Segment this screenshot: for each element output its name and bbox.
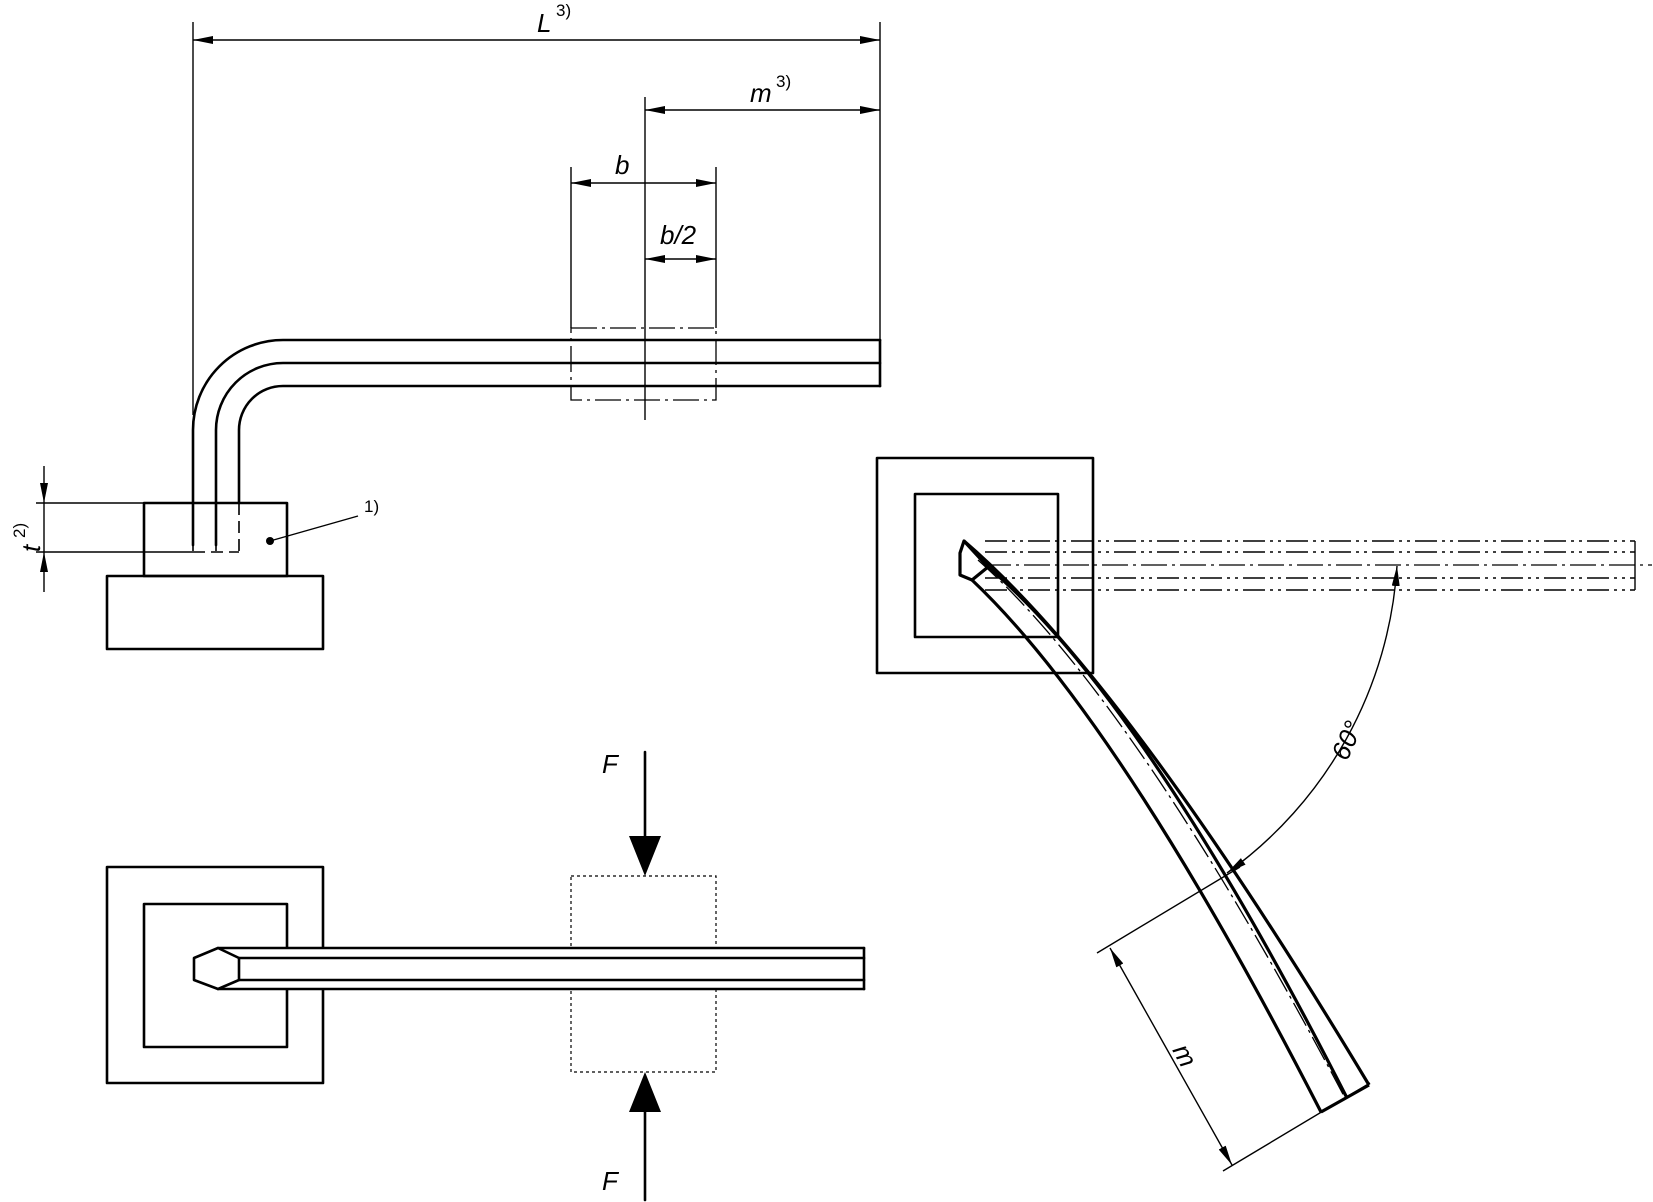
label-L-sup: 3)	[556, 1, 571, 20]
leader-line-note-1	[269, 515, 359, 542]
label-t-sup: 2)	[10, 523, 29, 538]
label-F-top: F	[602, 749, 620, 779]
hex-end	[192, 946, 241, 991]
label-note-1: 1)	[364, 497, 379, 516]
base-block	[105, 574, 325, 651]
side-view: L 3) m 3) b b/2 t 2) 1)	[10, 1, 882, 651]
label-b: b	[615, 150, 629, 180]
label-m-side: m	[1167, 1039, 1204, 1072]
bent-key-edge-3	[970, 578, 1323, 1113]
bent-key-edge-1	[962, 539, 1371, 1086]
key-outline-inner	[237, 384, 882, 505]
dimension-m-side	[1109, 947, 1233, 1166]
holder-outer-square-right	[875, 456, 1095, 675]
key-outline-outer	[191, 338, 882, 547]
key-edge-middle	[214, 361, 882, 547]
bent-key-hex-end	[958, 539, 990, 582]
bent-key-edge-2	[986, 565, 1349, 1099]
force-arrow-top	[629, 836, 661, 876]
deflected-view: 60° m	[875, 456, 1652, 1172]
extension-line-m-upper	[1096, 866, 1241, 954]
label-b-half: b/2	[660, 220, 697, 250]
label-t: t	[16, 543, 46, 552]
label-F-bottom: F	[602, 1166, 620, 1196]
label-L: L	[537, 8, 551, 38]
label-m-top: m	[750, 78, 772, 108]
label-angle: 60°	[1325, 716, 1368, 764]
label-m-top-sup: 3)	[776, 72, 791, 91]
force-arrow-bottom	[629, 1072, 661, 1112]
extension-line-m-lower	[1222, 1082, 1371, 1172]
bent-key-centre-line	[977, 559, 1346, 1099]
angle-arc-60	[1226, 565, 1400, 874]
leader-dot	[266, 537, 274, 545]
top-view-with-forces: F F	[105, 749, 866, 1202]
